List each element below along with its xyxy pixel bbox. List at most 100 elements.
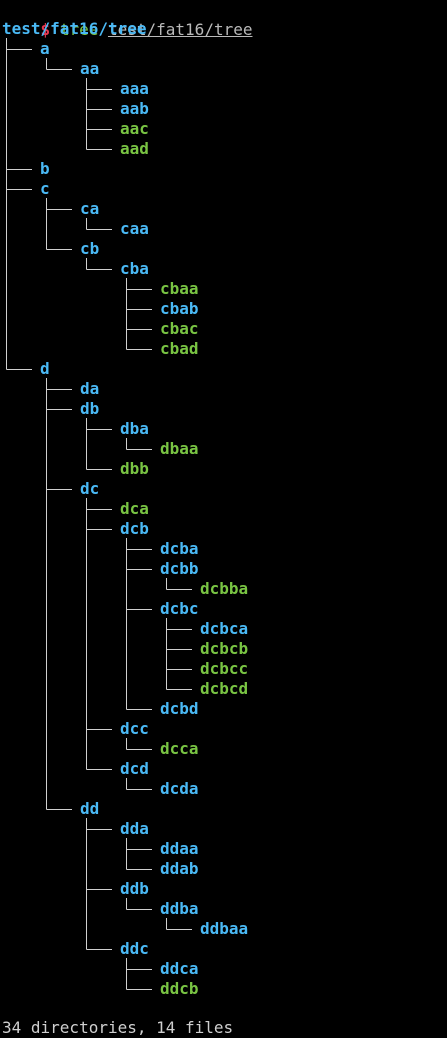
directory-name: aab bbox=[120, 99, 149, 118]
file-name: cbad bbox=[160, 339, 199, 358]
tree-dir-row: c bbox=[0, 179, 447, 199]
directory-name: dcbb bbox=[160, 559, 199, 578]
directory-name: ca bbox=[80, 199, 100, 218]
directory-name: dcc bbox=[120, 719, 149, 738]
tree-dir-row: ddaa bbox=[0, 839, 447, 859]
tree-file-row: dcbba bbox=[0, 579, 447, 599]
tree-file-row: dcca bbox=[0, 739, 447, 759]
directory-name: da bbox=[80, 379, 100, 398]
tree-dir-row: dcbb bbox=[0, 559, 447, 579]
tree-dir-row: ca bbox=[0, 199, 447, 219]
file-name: dbb bbox=[120, 459, 149, 478]
directory-name: aa bbox=[80, 59, 100, 78]
tree-dir-row: dc bbox=[0, 479, 447, 499]
directory-name: aaa bbox=[120, 79, 149, 98]
directory-name: ddca bbox=[160, 959, 199, 978]
tree-file-row: dca bbox=[0, 499, 447, 519]
file-name: dcbba bbox=[200, 579, 249, 598]
directory-name: ddb bbox=[120, 879, 149, 898]
tree-dir-row: dcbc bbox=[0, 599, 447, 619]
tree-dir-row: cb bbox=[0, 239, 447, 259]
directory-name: caa bbox=[120, 219, 149, 238]
directory-name: dcba bbox=[160, 539, 199, 558]
tree-file-row: dcbcd bbox=[0, 679, 447, 699]
directory-name: ddbaa bbox=[200, 919, 249, 938]
tree-dir-row: ddca bbox=[0, 959, 447, 979]
file-name: dcca bbox=[160, 739, 199, 758]
tree-dir-row: dcb bbox=[0, 519, 447, 539]
directory-name: dcbd bbox=[160, 699, 199, 718]
tree-file-row: aac bbox=[0, 119, 447, 139]
tree-dir-row: aa bbox=[0, 59, 447, 79]
tree-dir-row: dcbca bbox=[0, 619, 447, 639]
tree-file-row: dbaa bbox=[0, 439, 447, 459]
directory-name: cba bbox=[120, 259, 149, 278]
tree-dir-row: d bbox=[0, 359, 447, 379]
tree-dir-row: dd bbox=[0, 799, 447, 819]
file-name: cbac bbox=[160, 319, 199, 338]
summary-line: 34 directories, 14 files bbox=[2, 1018, 234, 1037]
file-name: dcbcd bbox=[200, 679, 249, 698]
tree-dir-row: dcd bbox=[0, 759, 447, 779]
directory-name: dd bbox=[80, 799, 100, 818]
tree-dir-row: ddc bbox=[0, 939, 447, 959]
directory-name: dda bbox=[120, 819, 149, 838]
file-name: dbaa bbox=[160, 439, 199, 458]
tree-dir-row: dcda bbox=[0, 779, 447, 799]
tree-dir-row: ddba bbox=[0, 899, 447, 919]
tree-dir-row: ddbaa bbox=[0, 919, 447, 939]
file-name: dca bbox=[120, 499, 149, 518]
tree-dir-row: a bbox=[0, 39, 447, 59]
directory-name: dc bbox=[80, 479, 100, 498]
command-name: tree bbox=[59, 20, 99, 39]
file-name: cbaa bbox=[160, 279, 199, 298]
directory-name: ddab bbox=[160, 859, 199, 878]
file-name: ddcb bbox=[160, 979, 199, 998]
tree-file-row: cbac bbox=[0, 319, 447, 339]
tree-dir-row: cbab bbox=[0, 299, 447, 319]
tree-file-row: cbaa bbox=[0, 279, 447, 299]
directory-name: dba bbox=[120, 419, 149, 438]
tree-dir-row: aab bbox=[0, 99, 447, 119]
tree-dir-row: db bbox=[0, 399, 447, 419]
tree-dir-row: da bbox=[0, 379, 447, 399]
tree-dir-row: ddb bbox=[0, 879, 447, 899]
tree-dir-row: aaa bbox=[0, 79, 447, 99]
tree-file-row: ddcb bbox=[0, 979, 447, 999]
tree-root: test/fat16/tree bbox=[2, 19, 147, 38]
tree-dir-row: dda bbox=[0, 819, 447, 839]
tree-dir-row: dcba bbox=[0, 539, 447, 559]
directory-name: dcd bbox=[120, 759, 149, 778]
tree-dir-row: dba bbox=[0, 419, 447, 439]
directory-name: db bbox=[80, 399, 100, 418]
directory-name: cb bbox=[80, 239, 100, 258]
tree-file-row: dcbcb bbox=[0, 639, 447, 659]
file-name: dcbcb bbox=[200, 639, 249, 658]
file-name: aad bbox=[120, 139, 149, 158]
directory-name: dcbc bbox=[160, 599, 199, 618]
tree-file-row: dcbcc bbox=[0, 659, 447, 679]
tree-dir-row: cba bbox=[0, 259, 447, 279]
tree-file-row: cbad bbox=[0, 339, 447, 359]
directory-name: dcda bbox=[160, 779, 199, 798]
directory-name: d bbox=[40, 359, 50, 378]
command-argument: test/fat16/tree bbox=[107, 20, 253, 39]
tree-file-row: dbb bbox=[0, 459, 447, 479]
tree-dir-row: b bbox=[0, 159, 447, 179]
file-name: aac bbox=[120, 119, 149, 138]
tree-dir-row: caa bbox=[0, 219, 447, 239]
directory-name: ddc bbox=[120, 939, 149, 958]
command-line: $ tree test/fat16/tree bbox=[2, 0, 253, 39]
tree-dir-row: dcc bbox=[0, 719, 447, 739]
tree-dir-row: ddab bbox=[0, 859, 447, 879]
prompt-sign: $ bbox=[40, 20, 51, 39]
file-name: dcbcc bbox=[200, 659, 249, 678]
directory-name: ddba bbox=[160, 899, 199, 918]
tree-file-row: aad bbox=[0, 139, 447, 159]
directory-name: dcbca bbox=[200, 619, 249, 638]
directory-name: ddaa bbox=[160, 839, 199, 858]
directory-name: a bbox=[40, 39, 50, 58]
directory-name: b bbox=[40, 159, 50, 178]
